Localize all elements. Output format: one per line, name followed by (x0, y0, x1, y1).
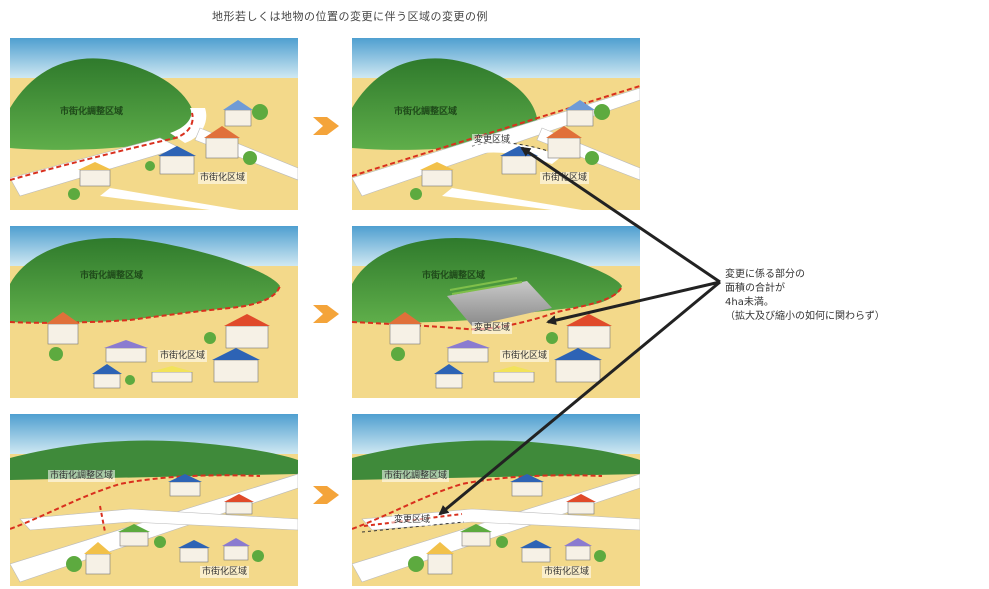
scene-roads-after (352, 38, 640, 210)
panel-row1-after: 市街化調整区域 変更区域 市街化区域 (352, 38, 640, 210)
panel-row1-before: 市街化調整区域 市街化区域 (10, 38, 298, 210)
hill-zone-label: 市街化調整区域 (48, 470, 116, 482)
scene-roads-before (10, 38, 298, 210)
note-line-4: （拡大及び縮小の如何に関わらず） (725, 311, 885, 322)
callout-note: 変更に係る部分の 面積の合計が 4ha未満。 （拡大及び縮小の如何に関わらず） (725, 268, 989, 324)
note-line-1: 変更に係る部分の (725, 269, 805, 280)
hill-zone-label: 市街化調整区域 (80, 271, 144, 281)
town-zone-label: 市街化区域 (198, 172, 248, 184)
town-zone-label: 市街化区域 (200, 566, 250, 578)
hill-zone-label: 市街化調整区域 (382, 470, 450, 482)
chevron-right-icon (313, 117, 339, 135)
changed-area-label: 変更区域 (392, 514, 433, 526)
panel-row2-before: 市街化調整区域 市街化区域 (10, 226, 298, 398)
scene-hill-after (352, 226, 640, 398)
note-line-2: 面積の合計が (725, 283, 785, 294)
town-zone-label: 市街化区域 (500, 350, 550, 362)
chevron-right-icon (313, 305, 339, 323)
scene-junction-after (352, 414, 640, 586)
panel-row3-before: 市街化調整区域 市街化区域 (10, 414, 298, 586)
scene-junction-before (10, 414, 298, 586)
panel-row2-after: 市街化調整区域 変更区域 市街化区域 (352, 226, 640, 398)
chevron-right-icon (313, 486, 339, 504)
note-line-3: 4ha未満。 (725, 297, 774, 308)
figure-title: 地形若しくは地物の位置の変更に伴う区域の変更の例 (212, 10, 488, 23)
changed-area-label: 変更区域 (472, 322, 513, 334)
town-zone-label: 市街化区域 (542, 566, 592, 578)
hill-zone-label: 市街化調整区域 (60, 107, 124, 117)
town-zone-label: 市街化区域 (540, 172, 590, 184)
scene-hill-before (10, 226, 298, 398)
town-zone-label: 市街化区域 (158, 350, 208, 362)
panel-row3-after: 市街化調整区域 変更区域 市街化区域 (352, 414, 640, 586)
hill-zone-label: 市街化調整区域 (422, 271, 486, 281)
hill-zone-label: 市街化調整区域 (394, 107, 458, 117)
changed-area-label: 変更区域 (472, 134, 513, 146)
